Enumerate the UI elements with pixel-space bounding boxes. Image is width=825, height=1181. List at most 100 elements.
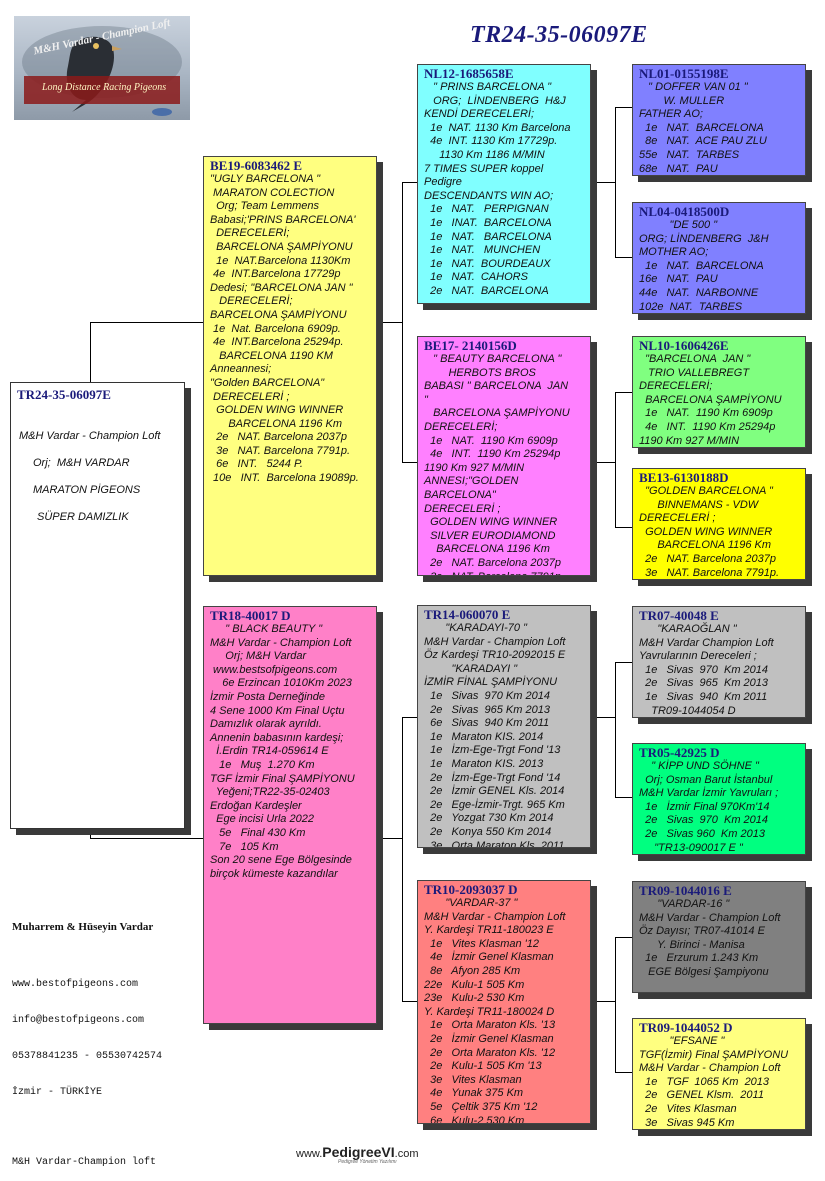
card-line: 1e Erzurum 1.243 Km <box>639 952 759 965</box>
ring-number: BE13-6130188D <box>639 470 729 485</box>
card-line: 1190 Km 927 M/MIN <box>639 434 740 447</box>
card-line: Org; Team Lemmens <box>210 200 320 213</box>
great-grandparent-card[interactable]: NL01-0155198E " DOFFER VAN 01 " W. MULLE… <box>632 64 806 176</box>
card-line: M&H Vardar Champion Loft <box>639 636 774 649</box>
card-line: 3e NAT. Barcelona 7791p <box>418 571 590 576</box>
card-line: 6e Erzincan 1010Km 2023 <box>210 677 352 690</box>
subject-line: SÜPER DAMIZLIK <box>37 511 129 523</box>
card-line: "KARADAYI-70 " <box>424 622 527 634</box>
card-line: 4e İzmir Genel Klasman <box>424 951 554 964</box>
card-line: 1e NAT. PERPIGNAN <box>424 203 549 216</box>
card-line: 2e NAT. BARCELONA <box>424 284 549 297</box>
connector-line <box>377 838 402 839</box>
card-line: Annenin babasının kardeşi; <box>210 731 344 744</box>
ring-number: BE19-6083462 E <box>210 158 303 173</box>
ring-number: TR07-40048 E <box>639 608 719 623</box>
card-line: GOLDEN WING WINNER <box>424 516 558 529</box>
card-line: 23e Kulu-2 530 Km <box>424 992 525 1005</box>
card-line: 2e İzm-Ege-Trgt Fond '14 <box>424 771 561 784</box>
card-line: 6e Kulu-2 530 Km <box>424 1114 525 1124</box>
great-grandparent-card[interactable]: TR05-42925 D " KİPP UND SÖHNE " Orj; Osm… <box>632 743 806 855</box>
card-line: DERECELERİ ; <box>210 390 290 403</box>
ring-number: NL10-1606426E <box>639 338 729 353</box>
card-line: 1e NAT. BARCELONA <box>639 259 764 272</box>
subject-card[interactable]: TR24-35-06097E M&H Vardar - Champion Lof… <box>10 382 185 829</box>
card-line: 16e NAT. PAU <box>639 273 718 286</box>
card-line: "VARDAR-16 " <box>639 898 730 910</box>
card-line: 55e NAT. TARBES <box>639 148 740 161</box>
card-line: BARCELONA 1196 Km <box>639 539 772 552</box>
card-line: ORG; LİNDENBERG J&H <box>639 232 769 245</box>
card-line: 2e GENEL Klsm. 2011 <box>639 1089 764 1102</box>
sire-dam-card[interactable]: BE17- 2140156D " BEAUTY BARCELONA " HERB… <box>417 336 591 576</box>
connector-line <box>591 717 615 718</box>
card-line: MOTHER AO; <box>639 246 709 259</box>
card-line: 1e Sivas 970 Km 2014 <box>424 689 550 702</box>
card-line: "KARAOĞLAN " <box>639 623 737 635</box>
card-line: 2e NAT. Barcelona 2037p <box>210 431 347 444</box>
card-line: TR09-1044054 D <box>639 704 736 717</box>
card-line: 1e NAT.Barcelona 1130Km <box>210 254 351 267</box>
subject-ring: TR24-35-06097E <box>17 387 111 402</box>
dam-card[interactable]: TR18-40017 D " BLACK BEAUTY "M&H Vardar … <box>203 606 377 1024</box>
great-grandparent-card[interactable]: TR09-1044016 E "VARDAR-16 "M&H Vardar - … <box>632 881 806 993</box>
card-line: 4 Sene 1000 Km Final Uçtu <box>210 704 345 717</box>
great-grandparent-card[interactable]: TR09-1044052 D "EFSANE "TGF(İzmir) Final… <box>632 1018 806 1130</box>
contact-line[interactable]: www.bestofpigeons.com <box>12 979 139 990</box>
great-grandparent-card[interactable]: NL10-1606426E "BARCELONA JAN " TRIO VALL… <box>632 336 806 448</box>
card-line: DERECELERİ; <box>424 420 498 433</box>
card-line: BARCELONA ŞAMPİYONU <box>210 308 347 321</box>
card-line: Y. Birinci - Manisa <box>639 938 745 951</box>
sire-sire-card[interactable]: NL12-1685658E " PRINS BARCELONA " ORG; L… <box>417 64 591 304</box>
connector-line <box>402 1001 417 1002</box>
card-line: ORG; LİNDENBERG H&J <box>424 94 566 107</box>
card-line: " <box>424 393 428 406</box>
footer-tagline: Pedigree Yönetim Yazılımı <box>338 1159 397 1165</box>
card-line: GOLDEN WING WINNER <box>639 525 773 538</box>
card-line: " KİPP UND SÖHNE " <box>639 760 759 772</box>
connector-line <box>377 322 402 323</box>
card-line: Anneannesi; <box>210 363 272 376</box>
card-line: "EFSANE " <box>639 1035 725 1047</box>
card-line: 2e Ege-İzmir-Trgt. 965 Km <box>424 798 565 811</box>
card-line: 2e Sivas 965 Km 2013 <box>639 677 769 690</box>
card-line: 2e İzmir GENEL Kls. 2014 <box>424 785 565 798</box>
ring-number: TR05-42925 D <box>639 745 720 760</box>
card-line: GOLDEN WING WINNER <box>210 404 344 417</box>
card-line: 5e Çeltik 375 Km '12 <box>424 1100 538 1113</box>
card-line: 1e NAT. MUNCHEN <box>424 244 541 257</box>
connector-line <box>90 322 203 323</box>
card-line: Yeğeni;TR22-35-02403 <box>210 786 330 799</box>
contact-line[interactable]: info@bestofpigeons.com <box>12 1015 145 1026</box>
sire-card[interactable]: BE19-6083462 E"UGLY BARCELONA " MARATON … <box>203 156 377 576</box>
card-line: Erdoğan Kardeşler <box>210 799 302 812</box>
connector-line <box>402 717 417 718</box>
card-line: "GOLDEN BARCELONA " <box>639 485 773 497</box>
card-line: W. MULLER <box>639 94 725 107</box>
great-grandparent-card[interactable]: NL04-0418500D "DE 500 "ORG; LİNDENBERG J… <box>632 202 806 314</box>
great-grandparent-card[interactable]: TR07-40048 E "KARAOĞLAN "M&H Vardar Cham… <box>632 606 806 718</box>
card-line: BARCELONA 1196 Km <box>210 417 343 430</box>
card-line: EGE Bölgesi Şampiyonu <box>639 965 769 978</box>
card-line: 1e Maraton KIS. 2014 <box>424 730 544 743</box>
dam-sire-card[interactable]: TR14-060070 E "KARADAYI-70 "M&H Vardar -… <box>417 605 591 848</box>
card-line: M&H Vardar - Champion Loft <box>639 1062 781 1075</box>
card-line: "VARDAR-37 " <box>424 897 518 909</box>
ring-number: TR09-1044052 D <box>639 1020 733 1035</box>
card-line: Yavrularının Dereceleri ; <box>639 650 757 663</box>
card-line: 4e Yunak 375 Km <box>424 1087 524 1100</box>
card-line: "Golden BARCELONA" <box>210 376 325 389</box>
card-line: 1e İzm-Ege-Trgt Fond '13 <box>424 744 561 757</box>
card-line: 6e INT. 5244 P. <box>210 458 303 471</box>
card-line: 1e Maraton KIS. 2013 <box>424 757 544 770</box>
card-line: İZMİR FİNAL ŞAMPİYONU <box>424 676 558 689</box>
subject-line: Orj; M&H VARDAR <box>33 457 130 469</box>
connector-line <box>615 257 632 258</box>
card-line: TRIO VALLEBREGT <box>639 366 750 379</box>
dam-dam-card[interactable]: TR10-2093037 D "VARDAR-37 "M&H Vardar - … <box>417 880 591 1124</box>
footer-brand[interactable]: www.PedigreeVI.com Pedigree Yönetim Yazı… <box>296 1144 419 1165</box>
card-line: 1e NAT. BARCELONA <box>424 230 552 243</box>
great-grandparent-card[interactable]: BE13-6130188D "GOLDEN BARCELONA " BINNEM… <box>632 468 806 580</box>
card-line: 2e NAT. Barcelona 2037p <box>424 556 561 569</box>
card-line: Y. Kardeşi TR11-180024 D <box>424 1005 555 1018</box>
